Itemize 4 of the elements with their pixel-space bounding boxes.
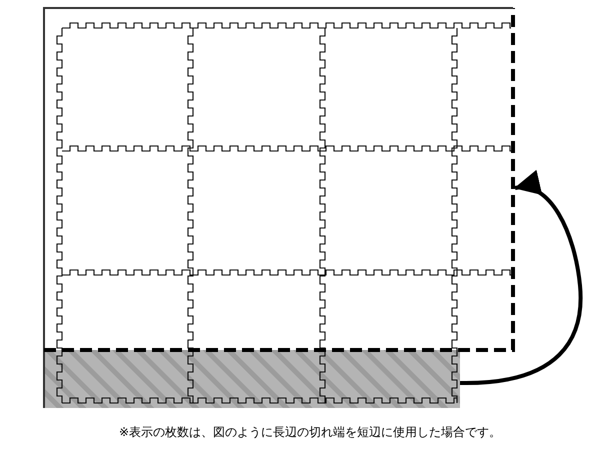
footnote: ※表示の枚数は、図のように長辺の切れ端を短辺に使用した場合です。 bbox=[119, 424, 502, 440]
curved-arrow bbox=[460, 172, 583, 385]
dashed-area bbox=[457, 8, 515, 352]
hatched-strip bbox=[44, 350, 460, 408]
